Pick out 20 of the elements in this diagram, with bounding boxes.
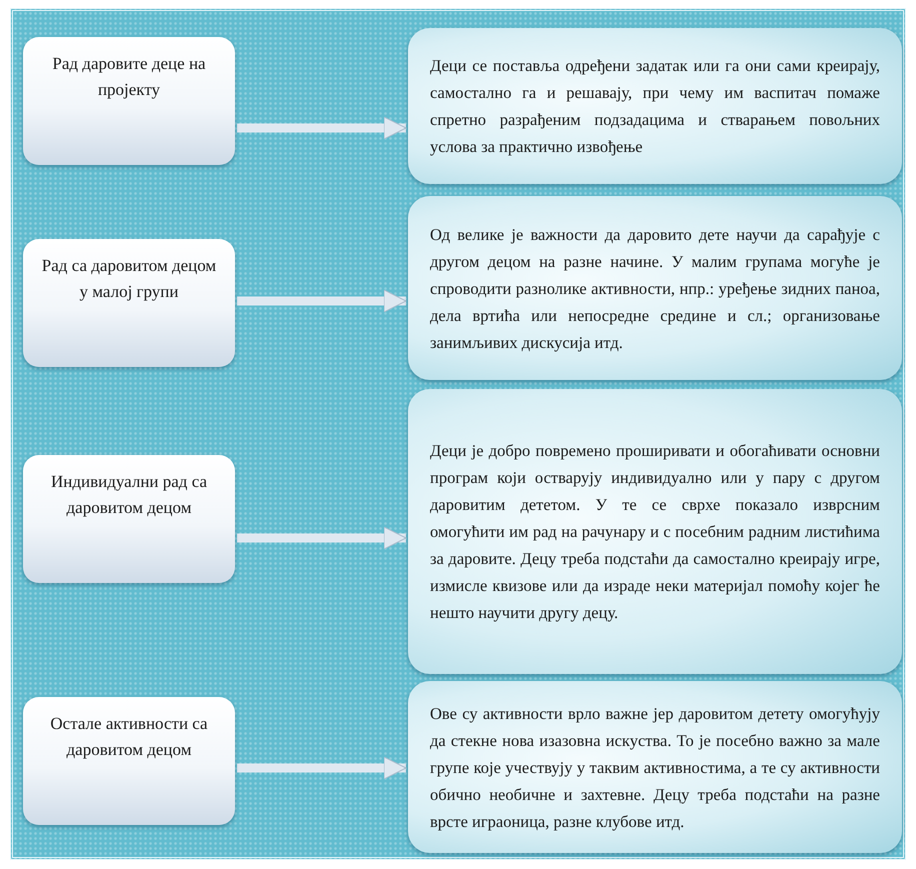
description-text: Ове су активности врло важне јер даровитом детету омогућују да стекне нова изазовна искуства. То је посебно важно за мале групе које учествују у таквим активностима, а те су активности обично необичне и захтевне. Децу треба подстаћи на разне врсте играоница, разне клубове итд. (430, 702, 880, 833)
activity-title: Рад даровите деце на пројекту (51, 53, 207, 101)
description-text: Од велике је важности да даровито дете научи да сарађује с другом децом на разне начине. У малим групама могуће је спроводити разнолике активности, нпр.: уређење зидних паноа, дела вртића или непосредне средине и сл.; организовање занимљивих дискусија итд. (430, 224, 880, 354)
arrow (237, 290, 406, 312)
description-box (408, 389, 902, 674)
arrow (237, 526, 406, 550)
activity-box (23, 239, 235, 367)
description-text: Деци је добро повремено проширивати и обогаћивати основни програм који остварују индивидуално или у пару с другом даровитим дететом. У те се сврхе показало изврсним омогућити им рад на рачунару и с посебним радним листићима за даровите. Децу треба подстаћи да самостално креирају игре, измисле квизове или да израде неки материјал помоћу којег ће нешто научити другу децу. (430, 440, 880, 624)
activity-box (23, 455, 235, 583)
activity-box (23, 697, 235, 825)
activity-box (23, 37, 235, 165)
arrow (237, 116, 406, 140)
description-box (408, 28, 902, 184)
activity-title: Рад са даровитом децом у малој групи (40, 255, 218, 303)
activity-title: Индивидуални рад са даровитом децом (50, 471, 208, 519)
arrow (237, 756, 406, 780)
description-box (408, 681, 902, 853)
description-text: Деци се поставља одређени задатак или га они сами креирају, самостално га и решавају, при чему им васпитач помаже спретно разрађеним подзадацима и стварањем повољних услова за практично извођење (430, 55, 880, 158)
activity-title: Остале активности са даровитом децом (49, 713, 209, 761)
description-box (408, 196, 902, 380)
